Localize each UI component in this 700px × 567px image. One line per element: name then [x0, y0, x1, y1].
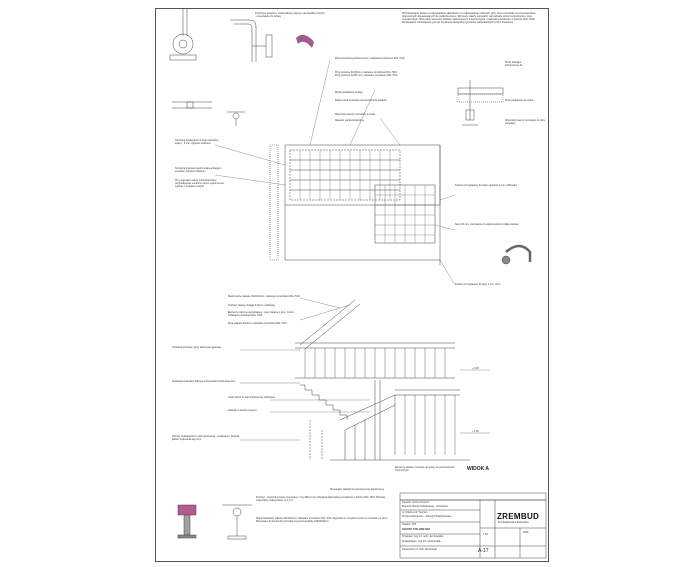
tb-project: Projekt wykonawczy - Schody Prefabrykowa… — [402, 515, 452, 518]
note-weld-1: Kołnierz przyspawany do stali o grubości… — [455, 184, 518, 187]
tb-sheet-number: A-17 — [478, 548, 489, 554]
tb-checker: Sprawdzający: mgr inż. Anna Nowak — [402, 540, 441, 543]
note-left-3: Przy stopniach należy montować listwy pr… — [175, 179, 224, 188]
note-left-2: Szczelina stykowa między ścianą a biegie… — [175, 167, 222, 173]
note-weld-3: Kołnierz przyspawany do płyty 4 mm, 4mm — [455, 283, 501, 286]
note-left-6: Elementy stalowe mocować do ściany za po… — [395, 466, 455, 472]
note-mid-2: Pochwyt stalowy okrągły fi 42mm, malowan… — [228, 304, 276, 307]
tb-address: ul. Szkolna 12, Tworzeń — [402, 511, 428, 514]
stair-elevation — [295, 299, 490, 461]
note-center-1: Czoło stopni ze stali nierdzewnej, szlif… — [228, 396, 276, 399]
tb-object: Budynek Szkoły Podstawowej - rozbudowa — [402, 505, 448, 508]
leader-lines — [214, 59, 456, 441]
note-top-right: Wymiarowanie stropu na odpowiedniej głęb… — [402, 12, 536, 25]
tb-company: Przedsiębiorstwo Budowlane — [498, 521, 529, 524]
note-mid-4: Rura stalowa 30x2mm malowana proszkowo R… — [228, 322, 287, 325]
note-left-5: Dylatacja konstrukcji stalowej od konstr… — [172, 380, 236, 383]
note-mid-3: Elementy poziome wypełniające - pręty st… — [228, 311, 295, 317]
tb-scale: 1:50 — [483, 533, 488, 536]
tb-date: 2018 — [523, 531, 529, 534]
handrail-end-cap — [501, 244, 532, 265]
floor-section-detail — [457, 80, 504, 126]
note-center-2: Zaślepki w kolorze poręczy — [228, 409, 257, 412]
level-marker-upper: + 3,00 — [472, 367, 479, 370]
note-strop: Płyta podłogowa na stropie — [505, 99, 534, 102]
magenta-accent — [296, 34, 314, 48]
bottom-bracket-detail — [177, 504, 252, 540]
note-bracket-detail: Wspornik poręczy mocowany do płyty strop… — [505, 119, 545, 125]
note-weld-2: Skręt 40 mm, mocowanie do stopnia poprze… — [455, 223, 519, 226]
note-rails: Pręty pionowe 30x30mm, malowane proszkow… — [335, 71, 398, 77]
note-bottom-1: Pochwyt - wspornik poręczy mocowany z ru… — [256, 496, 386, 502]
company-logo: ZREMBUD — [497, 512, 540, 521]
handrail-bracket-detail — [169, 8, 273, 62]
stair-plan — [269, 144, 441, 265]
note-left-1: Szczelina dylatacyjna na styku schodów i… — [175, 139, 219, 145]
note-left-4: Obudowa pionowa z płyty kartonowo-gipsow… — [172, 346, 222, 349]
note-beam: Belka nośna z kotwami chemicznymi do pod… — [335, 99, 387, 102]
note-plate: Płyta schodowa grubości 12mm, malowana p… — [335, 57, 405, 60]
drawing-sheet — [155, 8, 549, 562]
title-block-frame — [399, 492, 547, 559]
profile-details — [172, 101, 245, 126]
view-label: WIDOK A — [467, 466, 490, 472]
note-anchor-right: Śruby kotwiące wzmocnienie 10 — [505, 61, 523, 67]
tb-investor: Inwestor: Gmina Tworzeń — [402, 501, 430, 504]
note-top-handrail: Pochwyty poręczy i wspornikowy wspory sa… — [255, 12, 325, 19]
tb-designer: Projektant: mgr inż. arch. Jan Kowalski — [402, 535, 444, 538]
note-stringer: Wspornik poręczy mocowany do belki — [335, 113, 375, 116]
note-left-7: Schody z balustradą ze stali nierdzewnej… — [172, 435, 240, 441]
tb-stage: Stadium: PW — [402, 523, 416, 526]
level-marker-lower: + 1,50 — [472, 430, 479, 433]
note-bottom-2: Słupki balustrady stalowe 40x40x2mm malo… — [256, 517, 389, 523]
note-floor: Płytka podłogowa na kleju — [335, 91, 363, 94]
note-bottom-center: Mocowanie zaślepki za pomocą śruby dwust… — [330, 488, 384, 491]
note-mid-1: Słupki nośne stalowe 40x40x2mm, malowane… — [228, 295, 300, 298]
tb-title: SCHODY STALOWE NR4 — [402, 528, 431, 531]
note-material: Materiał: stal konstrukcyjna — [335, 119, 364, 122]
tb-drawn: Opracował: inż. Piotr Wiśniewski — [402, 548, 437, 551]
